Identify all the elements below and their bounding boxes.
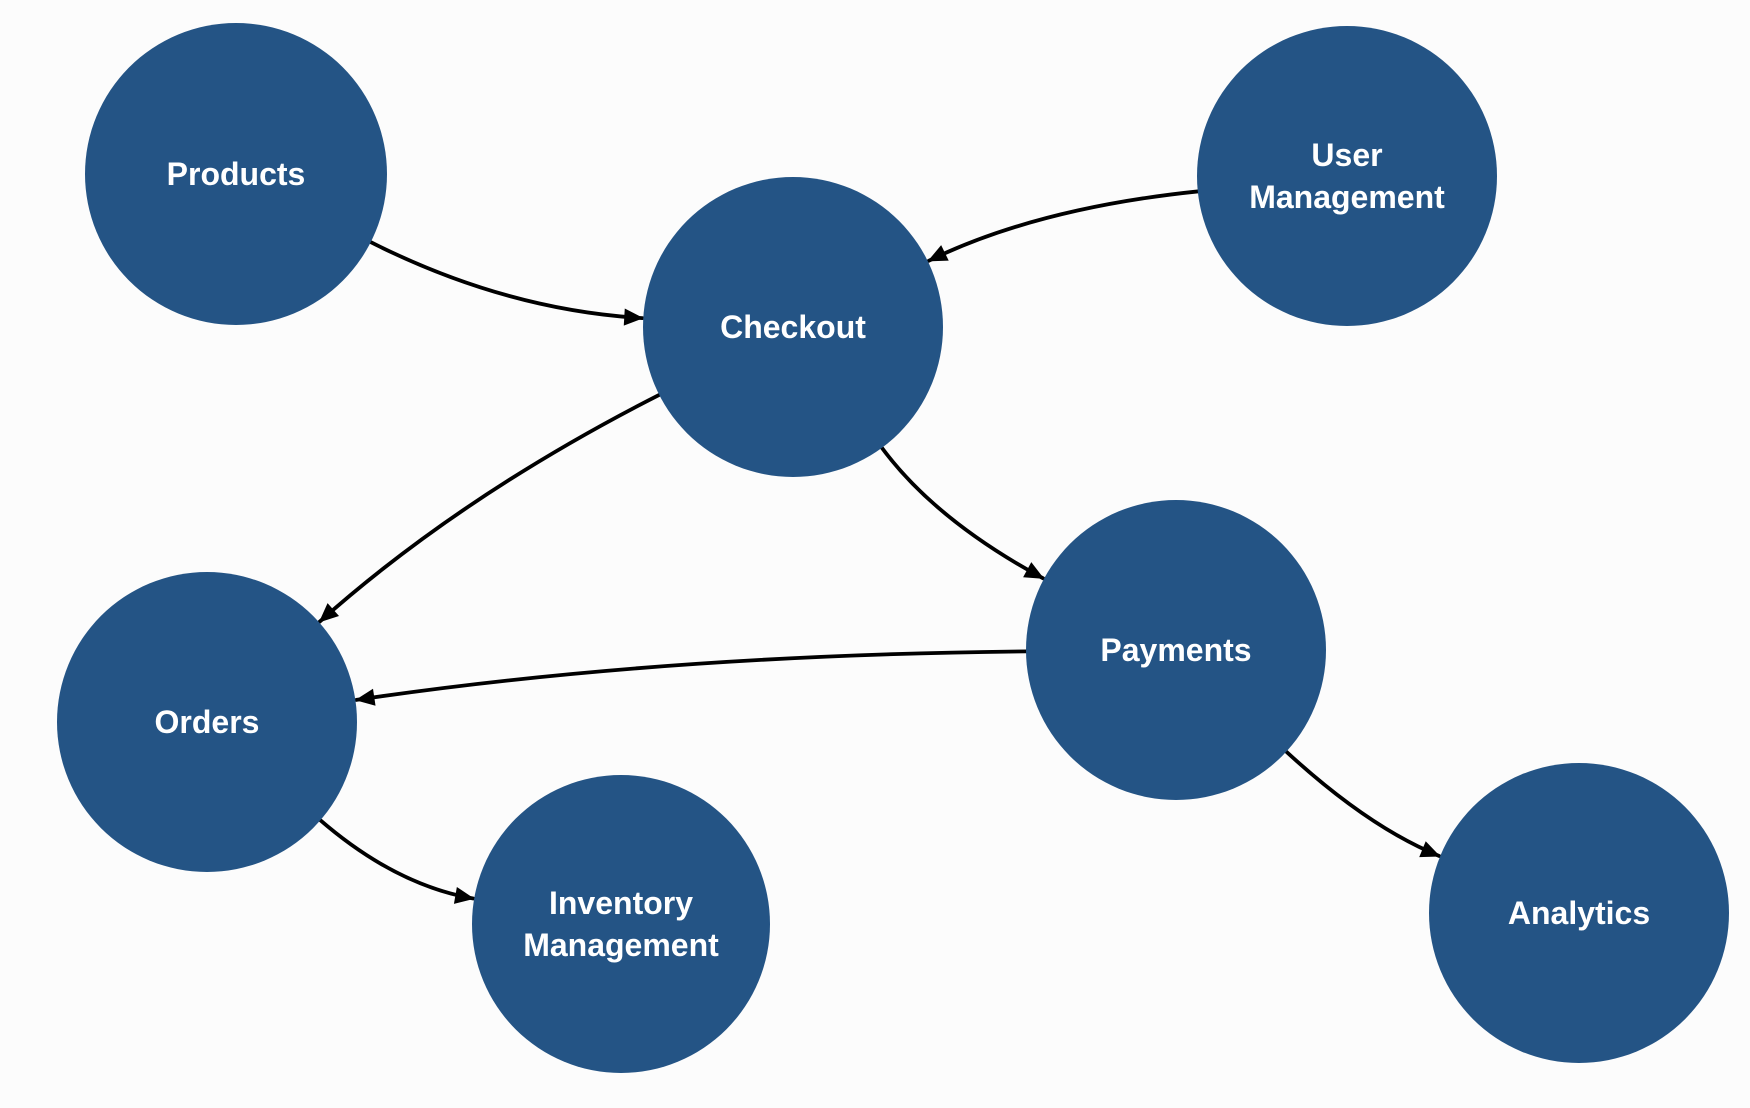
node-label-line: User: [1311, 136, 1383, 173]
node-label-line: Products: [166, 155, 306, 192]
node-orders[interactable]: Orders: [57, 572, 357, 872]
node-payments-label: Payments: [1100, 629, 1251, 671]
node-label-line: Orders: [154, 703, 260, 740]
edges-group: [317, 189, 1442, 904]
edge-orders-to-inventory-management: [317, 817, 476, 904]
node-payments[interactable]: Payments: [1026, 500, 1326, 800]
node-label-line: Analytics: [1507, 894, 1651, 931]
edge-payments-to-analytics: [1283, 749, 1442, 858]
node-products-label: Products: [167, 153, 306, 195]
node-label-line: Management: [523, 927, 719, 963]
node-orders-label: Orders: [155, 701, 260, 743]
node-analytics[interactable]: Analytics: [1429, 763, 1729, 1063]
edge-checkout-to-payments: [879, 445, 1045, 581]
node-label-line: Inventory: [548, 884, 694, 921]
node-checkout[interactable]: Checkout: [643, 177, 943, 477]
node-checkout-label: Checkout: [720, 306, 866, 348]
edge-user-management-to-checkout: [926, 189, 1201, 263]
node-label-line: Payments: [1100, 631, 1252, 668]
node-analytics-label: Analytics: [1508, 892, 1650, 934]
node-label-line: Checkout: [720, 308, 866, 345]
edge-products-to-checkout: [368, 239, 645, 326]
node-label-line: Management: [1249, 179, 1445, 215]
node-products[interactable]: Products: [85, 23, 387, 325]
edge-payments-to-orders: [354, 649, 1029, 706]
edge-checkout-to-orders: [317, 392, 662, 624]
